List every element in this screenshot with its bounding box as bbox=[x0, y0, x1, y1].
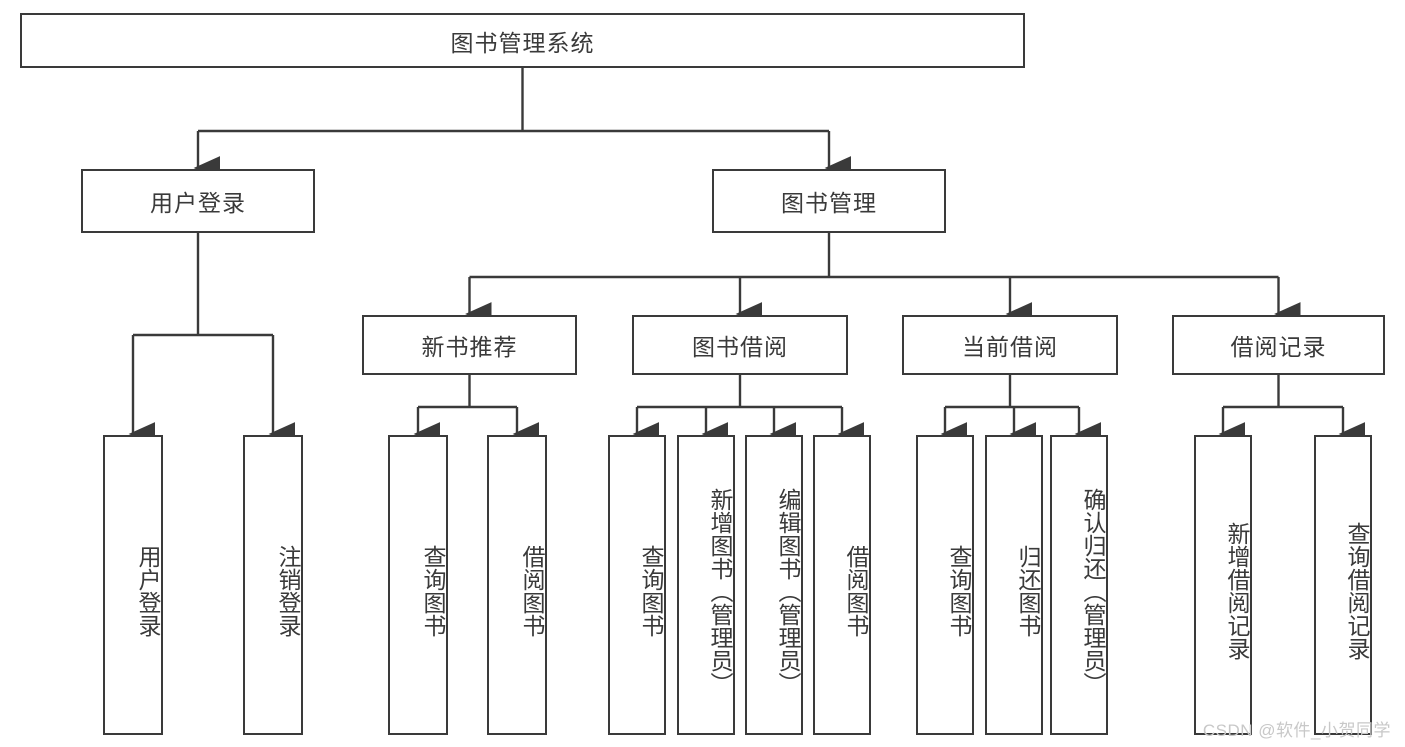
leaf-borrow-edit-book-admin[interactable]: 编辑图书（管理员） bbox=[745, 435, 803, 735]
leaf-current-query-book[interactable]: 查询图书 bbox=[916, 435, 974, 735]
leaf-new-borrow-book[interactable]: 借阅图书 bbox=[487, 435, 547, 735]
node-new-book-recommend[interactable]: 新书推荐 bbox=[362, 315, 577, 375]
node-user-login-module[interactable]: 用户登录 bbox=[81, 169, 315, 233]
leaf-current-confirm-return-admin[interactable]: 确认归还（管理员） bbox=[1050, 435, 1108, 735]
node-book-management-module[interactable]: 图书管理 bbox=[712, 169, 946, 233]
leaf-new-query-book[interactable]: 查询图书 bbox=[388, 435, 448, 735]
leaf-user-login[interactable]: 用户登录 bbox=[103, 435, 163, 735]
leaf-borrow-lend-book[interactable]: 借阅图书 bbox=[813, 435, 871, 735]
node-borrow-record[interactable]: 借阅记录 bbox=[1172, 315, 1385, 375]
leaf-current-return-book[interactable]: 归还图书 bbox=[985, 435, 1043, 735]
node-current-borrow[interactable]: 当前借阅 bbox=[902, 315, 1118, 375]
node-book-borrow[interactable]: 图书借阅 bbox=[632, 315, 848, 375]
leaf-record-query-borrow-record[interactable]: 查询借阅记录 bbox=[1314, 435, 1372, 735]
node-root[interactable]: 图书管理系统 bbox=[20, 13, 1025, 68]
leaf-record-add-borrow-record[interactable]: 新增借阅记录 bbox=[1194, 435, 1252, 735]
leaf-borrow-query-book[interactable]: 查询图书 bbox=[608, 435, 666, 735]
csdn-watermark: CSDN @软件_小贺同学 bbox=[1202, 721, 1391, 740]
leaf-borrow-add-book-admin[interactable]: 新增图书（管理员） bbox=[677, 435, 735, 735]
leaf-user-logout[interactable]: 注销登录 bbox=[243, 435, 303, 735]
